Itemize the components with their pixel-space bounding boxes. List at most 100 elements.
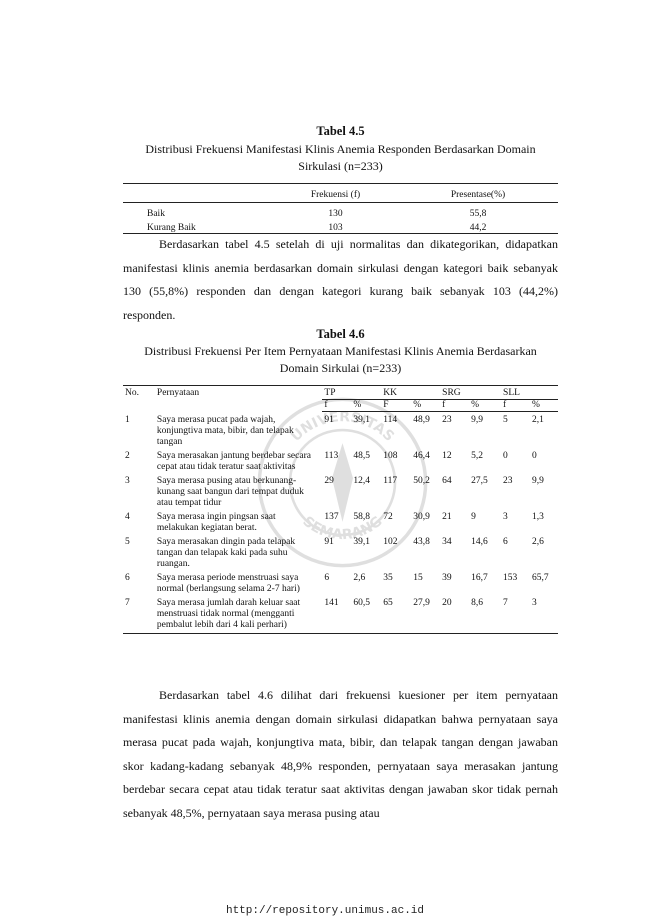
- row-value: 7: [501, 594, 530, 634]
- row-value: 6: [503, 536, 508, 547]
- row-value: 23: [503, 475, 513, 486]
- row-value: 12,4: [353, 475, 370, 486]
- row-value: 141: [322, 594, 352, 634]
- row-value: 23: [442, 415, 452, 425]
- row-value: 39,1: [353, 415, 370, 425]
- row-value: 60,5: [351, 594, 382, 634]
- row-value: 48,9: [413, 415, 430, 425]
- row-value: 29: [324, 475, 334, 486]
- table-row: 3 Saya merasa pusing atau berkunang-kuna…: [123, 473, 558, 509]
- row-value: 2,6: [353, 572, 366, 583]
- row-value: 34: [442, 536, 452, 547]
- row-value: 39: [442, 572, 452, 583]
- table-4-6-caption-line2: Domain Sirkulai (n=233): [279, 361, 402, 375]
- row-label: Baik: [147, 209, 165, 219]
- row-value: 16,7: [471, 572, 488, 583]
- row-value: 72: [383, 511, 393, 522]
- table-row: Baik 130 55,8: [123, 203, 558, 222]
- row-value: 9: [471, 511, 476, 522]
- subheader-cell: %: [529, 399, 558, 412]
- paragraph-table-4-5-summary: Berdasarkan tabel 4.5 setelah di uji nor…: [123, 233, 558, 327]
- row-value: 64: [442, 475, 452, 486]
- group-header-srg: SRG: [440, 385, 502, 400]
- subheader-cell: %: [411, 399, 441, 412]
- row-statement: Saya merasa pusing atau berkunang-kunang…: [156, 475, 304, 508]
- row-number: 2: [125, 450, 130, 461]
- row-value: 117: [383, 475, 398, 486]
- row-value: 46,4: [413, 450, 430, 461]
- row-value: 3: [503, 511, 508, 522]
- row-value: 14,6: [471, 536, 488, 547]
- row-value: 39,1: [353, 536, 370, 547]
- table-4-6-caption-line1: Distribusi Frekuensi Per Item Pernyataan…: [144, 344, 537, 358]
- table-row: 1 Saya merasa pucat pada wajah, konjungt…: [123, 412, 558, 448]
- row-number: 5: [125, 536, 130, 547]
- table-4-6: No. Pernyataan TP KK SRG SLL f % F % f %…: [123, 385, 558, 634]
- subheader-cell: f: [322, 399, 352, 412]
- table-4-6-title: Tabel 4.6: [316, 327, 365, 341]
- table-4-5-caption-line1: Distribusi Frekuensi Manifestasi Klinis …: [145, 142, 536, 156]
- table-row: 6 Saya merasa periode menstruasi saya no…: [123, 570, 558, 595]
- row-number: 6: [125, 572, 130, 583]
- paragraph-table-4-6-summary: Berdasarkan tabel 4.6 dilihat dari freku…: [123, 684, 558, 825]
- table-4-5-title: Tabel 4.5: [316, 124, 365, 138]
- row-value: 2,6: [531, 536, 544, 547]
- table-4-5-header-row: Frekuensi (f) Presentase(%): [123, 183, 558, 203]
- row-value: 43,8: [413, 536, 430, 547]
- subheader-cell: f: [440, 399, 470, 412]
- row-value: 5: [503, 415, 508, 425]
- paragraph-text: Berdasarkan tabel 4.5 setelah di uji nor…: [123, 237, 558, 322]
- row-number: 3: [125, 475, 130, 486]
- footer-repository-url: http://repository.unimus.ac.id: [225, 905, 425, 917]
- row-value: 15: [413, 572, 423, 583]
- row-value: 6: [324, 572, 330, 583]
- col-statement-header: Pernyataan: [154, 385, 323, 412]
- row-statement: Saya merasa jumlah darah keluar saat men…: [154, 594, 323, 634]
- row-frequency: 103: [273, 221, 398, 234]
- subheader-cell: F: [381, 399, 412, 412]
- row-value: 2,1: [531, 415, 544, 425]
- row-value: 153: [503, 572, 518, 583]
- row-value: 48,5: [353, 450, 370, 461]
- row-value: 12: [442, 450, 452, 461]
- row-value: 114: [383, 415, 398, 425]
- row-value: 8,6: [469, 594, 502, 634]
- row-value: 1,3: [531, 511, 544, 522]
- group-header-kk: KK: [381, 385, 441, 400]
- row-frequency: 130: [328, 209, 343, 219]
- row-number: 7: [123, 594, 155, 634]
- row-value: 102: [383, 536, 398, 547]
- row-value: 137: [324, 511, 339, 522]
- row-value: 27,9: [411, 594, 441, 634]
- subheader-cell: %: [351, 399, 382, 412]
- row-value: 113: [324, 450, 339, 461]
- row-value: 3: [529, 594, 558, 634]
- row-value: 91: [324, 536, 334, 547]
- table-4-6-header-row: No. Pernyataan TP KK SRG SLL: [123, 385, 558, 412]
- row-statement: Saya merasakan jantung berdebar secara c…: [156, 450, 311, 472]
- table-header-cell: [123, 183, 273, 203]
- subheader-cell: %: [469, 399, 502, 412]
- row-number: 4: [125, 511, 130, 522]
- row-value: 0: [503, 450, 508, 461]
- row-value: 20: [440, 594, 470, 634]
- row-statement: Saya merasa ingin pingsan saat melakukan…: [156, 511, 276, 533]
- row-value: 9,9: [531, 475, 544, 486]
- table-row: 7 Saya merasa jumlah darah keluar saat m…: [123, 594, 558, 634]
- col-no-header: No.: [123, 385, 155, 412]
- row-value: 5,2: [471, 450, 483, 461]
- table-4-6-subheader-row: f % F % f % f %: [123, 399, 558, 412]
- table-row: Kurang Baik 103 44,2: [123, 221, 558, 234]
- row-statement: Saya merasakan dingin pada telapak tanga…: [156, 536, 296, 569]
- row-value: 21: [442, 511, 452, 522]
- table-4-5: Frekuensi (f) Presentase(%) Baik 130 55,…: [123, 183, 558, 234]
- table-header-cell: Frekuensi (f): [273, 183, 398, 203]
- row-value: 30,9: [413, 511, 430, 522]
- row-value: 9,9: [471, 415, 483, 425]
- row-value: 35: [383, 572, 393, 583]
- row-value: 27,5: [471, 475, 488, 486]
- table-row: 2 Saya merasakan jantung berdebar secara…: [123, 448, 558, 473]
- paragraph-text: Berdasarkan tabel 4.6 dilihat dari freku…: [123, 688, 558, 820]
- group-header-sll: SLL: [501, 385, 558, 400]
